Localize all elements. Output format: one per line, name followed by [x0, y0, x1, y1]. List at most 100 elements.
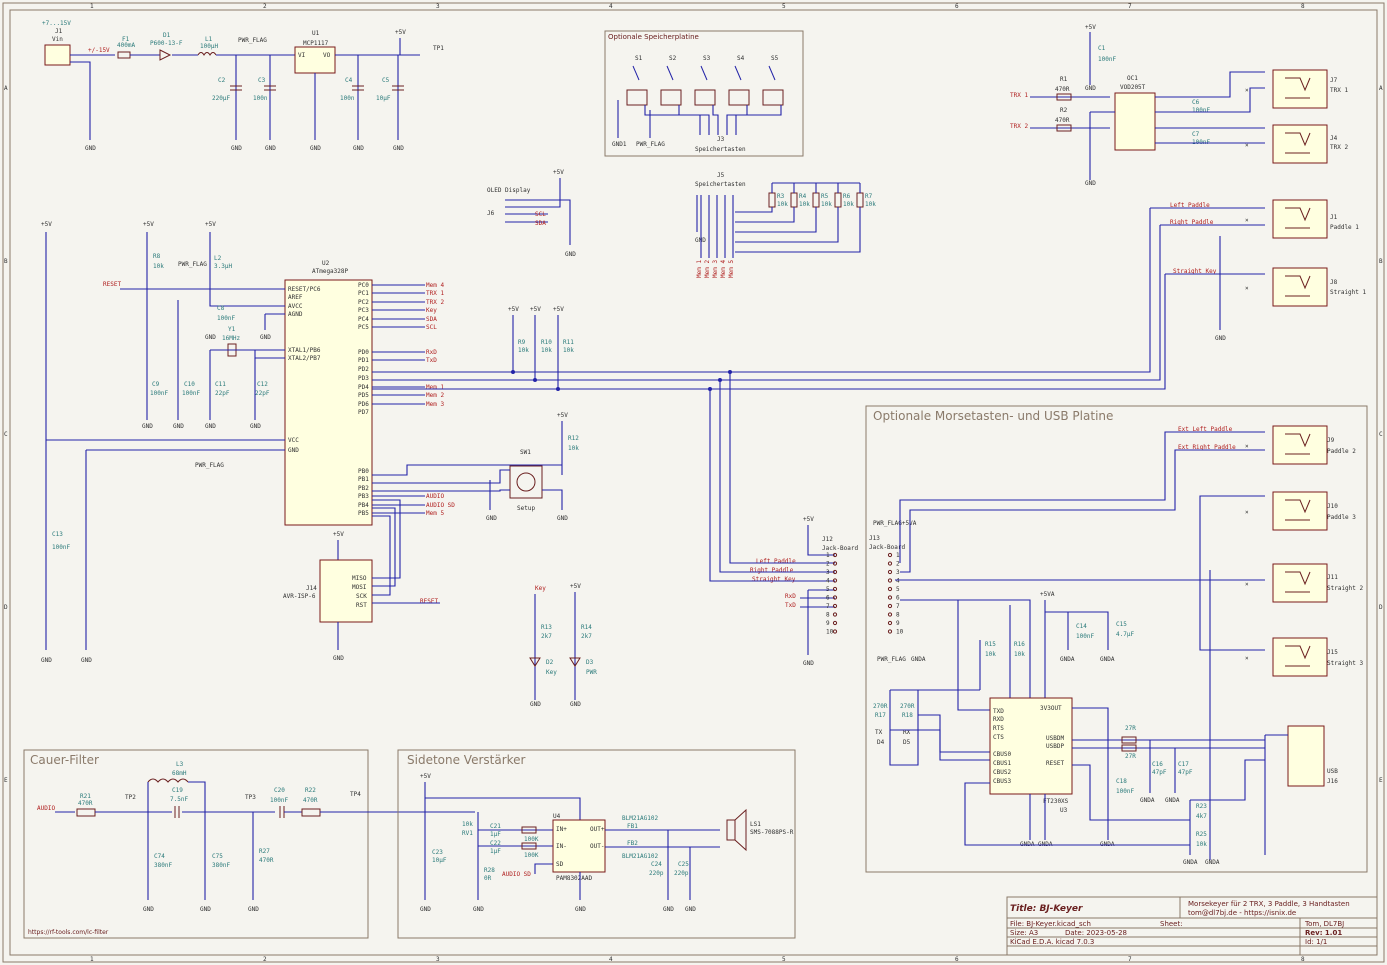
jack-j4 — [1272, 124, 1328, 164]
straight-key-net: Straight Key — [1173, 268, 1217, 275]
svg-text:Paddle 2: Paddle 2 — [1327, 448, 1356, 455]
mem-gnd1: GND1 — [612, 141, 627, 148]
c5-value: 10µF — [376, 95, 391, 102]
svg-text:10k: 10k — [799, 201, 810, 208]
mcu-pin-pb3: PB3 — [358, 493, 369, 500]
switch-S5: S5 — [771, 55, 779, 62]
svg-text:C75: C75 — [212, 853, 223, 860]
svg-text:SCL: SCL — [535, 211, 546, 218]
opto-plus5v: +5V — [1085, 24, 1096, 31]
svg-text:D5: D5 — [903, 739, 911, 746]
mcu-net-audio: AUDIO — [426, 493, 444, 500]
svg-text:C21: C21 — [490, 823, 501, 830]
c4-ref: C4 — [345, 77, 353, 84]
svg-text:Date: 2023-05-28: Date: 2023-05-28 — [1065, 929, 1127, 937]
svg-text:CTS: CTS — [993, 734, 1004, 741]
svg-text:CBUS1: CBUS1 — [993, 760, 1011, 767]
border-col-bottom-1: 1 — [90, 956, 94, 963]
svg-text:8: 8 — [826, 612, 830, 619]
svg-text:Straight 2: Straight 2 — [1327, 585, 1364, 592]
svg-text:R8: R8 — [153, 253, 161, 260]
svg-text:USBDP: USBDP — [1046, 743, 1064, 750]
svg-text:Rev: 1.01: Rev: 1.01 — [1305, 929, 1342, 937]
svg-text:BLM21AG102: BLM21AG102 — [622, 815, 659, 822]
svg-text:C6: C6 — [1192, 99, 1200, 106]
mcu-net-trx-1: TRX 1 — [426, 290, 444, 297]
svg-text:RV1: RV1 — [462, 830, 473, 837]
mem-resistor-R6 — [834, 192, 842, 208]
svg-text:+5V: +5V — [553, 169, 564, 176]
svg-text:47pF: 47pF — [1178, 769, 1193, 776]
svg-text:U4: U4 — [553, 813, 561, 820]
mcu-ref: U2 — [322, 260, 330, 267]
mcu-pin-pd7: PD7 — [358, 409, 369, 416]
svg-text:+5V: +5V — [205, 221, 216, 228]
d1-ref: D1 — [163, 32, 171, 39]
svg-text:9: 9 — [826, 620, 830, 627]
svg-text:RESET: RESET — [420, 598, 438, 605]
border-col-2: 2 — [263, 3, 267, 10]
svg-text:RxD: RxD — [785, 593, 796, 600]
svg-text:C74: C74 — [154, 853, 165, 860]
svg-text:470R: 470R — [1055, 117, 1070, 124]
mem-resistor-R7 — [856, 192, 864, 208]
svg-text:C23: C23 — [432, 849, 443, 856]
svg-text:10k: 10k — [777, 201, 788, 208]
svg-text:5: 5 — [826, 586, 830, 593]
c2-value: 220µF — [212, 95, 230, 102]
svg-text:OUT+: OUT+ — [590, 826, 605, 833]
svg-text:RXD: RXD — [993, 716, 1004, 723]
svg-text:TP4: TP4 — [350, 791, 361, 798]
sidetone-title: Sidetone Verstärker — [407, 753, 526, 767]
svg-text:+5V: +5V — [333, 531, 344, 538]
mem-j3: J3 — [717, 136, 725, 143]
svg-text:270R: 270R — [900, 703, 915, 710]
svg-text:Y1: Y1 — [228, 326, 236, 333]
svg-text:27R: 27R — [1125, 725, 1136, 732]
svg-text:R2: R2 — [1060, 107, 1068, 114]
svg-text:TP2: TP2 — [125, 794, 136, 801]
svg-text:C17: C17 — [1178, 761, 1189, 768]
switch-body — [762, 89, 784, 106]
mem-net-5: Mem 5 — [728, 260, 735, 278]
nc-mark: × — [1245, 581, 1249, 588]
svg-text:GND: GND — [260, 334, 271, 341]
svg-text:Morsekeyer für 2 TRX, 3 Paddle: Morsekeyer für 2 TRX, 3 Paddle, 3 Handta… — [1188, 900, 1350, 908]
svg-text:100nF: 100nF — [182, 390, 200, 397]
svg-text:22pF: 22pF — [215, 390, 230, 397]
svg-text:C18: C18 — [1116, 778, 1127, 785]
svg-text:10k: 10k — [462, 821, 473, 828]
svg-text:3: 3 — [826, 569, 830, 576]
svg-text:GNDA: GNDA — [1060, 656, 1075, 663]
border-row-right-B: B — [1379, 258, 1383, 265]
svg-text:tom@dl7bj.de - https://isnix.d: tom@dl7bj.de - https://isnix.de — [1188, 909, 1296, 917]
svg-text:7.5nF: 7.5nF — [170, 796, 188, 803]
svg-text:TXD: TXD — [993, 708, 1004, 715]
border-row-B: B — [4, 258, 8, 265]
svg-text:6: 6 — [826, 595, 830, 602]
setup-encoder — [509, 465, 543, 499]
svg-text:J6: J6 — [487, 210, 495, 217]
vin-range-label: +7...15V — [42, 20, 71, 27]
jack-board-section: +5V J12 Jack-Board Left Paddle Right Pad… — [709, 372, 859, 667]
mcu-pin-pc1: PC1 — [358, 290, 369, 297]
mcu-net-mem-3: Mem 3 — [426, 401, 444, 408]
svg-text:GND: GND — [557, 515, 568, 522]
mcu-net-scl: SCL — [426, 324, 437, 331]
switch-S2: S2 — [669, 55, 677, 62]
svg-text:GND: GND — [420, 906, 431, 913]
sheet-border-inner — [9, 9, 1378, 956]
svg-text:10k: 10k — [563, 347, 574, 354]
svg-text:R15: R15 — [985, 641, 996, 648]
svg-text:R9: R9 — [518, 339, 526, 346]
svg-text:FB1: FB1 — [627, 823, 638, 830]
c4-value: 100n — [340, 95, 355, 102]
svg-text:R6: R6 — [843, 193, 851, 200]
svg-text:GND: GND — [310, 145, 321, 152]
svg-text:100nF: 100nF — [217, 315, 235, 322]
svg-text:6: 6 — [896, 595, 900, 602]
mem-pwr-flag: PWR_FLAG — [636, 141, 665, 148]
svg-text:FT230XS: FT230XS — [1043, 798, 1069, 805]
